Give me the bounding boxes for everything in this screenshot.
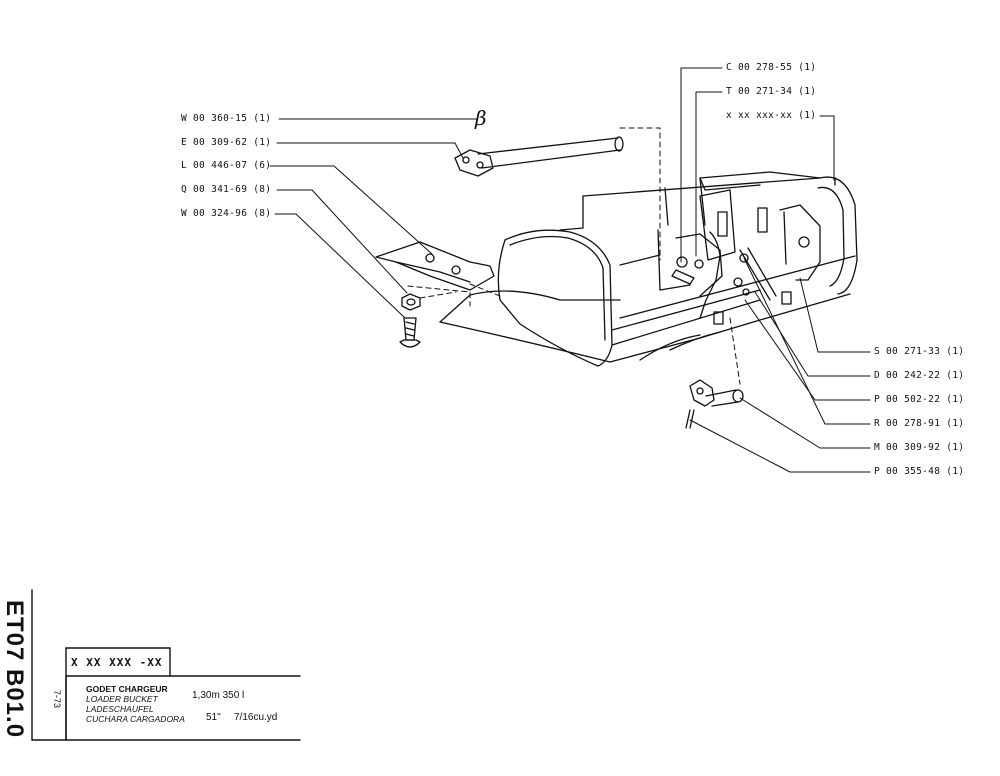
part-label-r1: R 00 278-91 (1) <box>874 418 965 429</box>
sheet-code-text: ET07 B01.0 <box>1 599 28 739</box>
part-label-p1: P 00 502-22 (1) <box>874 394 965 405</box>
nut-and-bolt <box>399 293 421 348</box>
name-english: LOADER BUCKET <box>86 694 158 704</box>
part-label-p2: P 00 355-48 (1) <box>874 466 965 477</box>
name-spanish: CUCHARA CARGADORA <box>86 714 185 724</box>
part-label-w2: W 00 324-96 (8) <box>181 208 272 219</box>
part-label-c1: C 00 278-55 (1) <box>726 62 817 73</box>
sheet-date: 7-73 <box>50 684 64 714</box>
bucket-pin-upper <box>454 136 624 177</box>
part-label-q1: Q 00 341-69 (8) <box>181 184 272 195</box>
bucket-pin-lower <box>685 379 744 429</box>
part-label-s1: S 00 271-33 (1) <box>874 346 965 357</box>
cutting-edge-segment <box>375 241 495 291</box>
bucket-body <box>439 171 858 367</box>
leader-lines <box>269 67 871 473</box>
part-label-w1: W 00 360-15 (1) <box>181 113 272 124</box>
beta-mark: β <box>475 106 487 130</box>
sheet-code: ET07 B01.0 <box>1 598 28 740</box>
assembly-part-number: X XX XXX -XX <box>71 656 163 669</box>
sheet-date-text: 7-73 <box>52 689 62 709</box>
part-label-d1: D 00 242-22 (1) <box>874 370 965 381</box>
spec-metric: 1,30m 350 l <box>192 690 245 701</box>
title-block-frame <box>31 589 301 741</box>
name-french: GODET CHARGEUR <box>86 684 168 694</box>
part-label-x1: x xx xxx-xx (1) <box>726 110 817 121</box>
part-label-m1: M 00 309-92 (1) <box>874 442 965 453</box>
assembly-dashes <box>407 127 741 385</box>
part-label-l1: L 00 446-07 (6) <box>181 160 272 171</box>
spec-imperial-cubic-yards: 7/16cu.yd <box>234 712 278 723</box>
part-label-e1: E 00 309-62 (1) <box>181 137 272 148</box>
spec-imperial-inches: 51" <box>206 712 221 723</box>
name-german: LADESCHAUFEL <box>86 704 154 714</box>
part-label-t1: T 00 271-34 (1) <box>726 86 817 97</box>
